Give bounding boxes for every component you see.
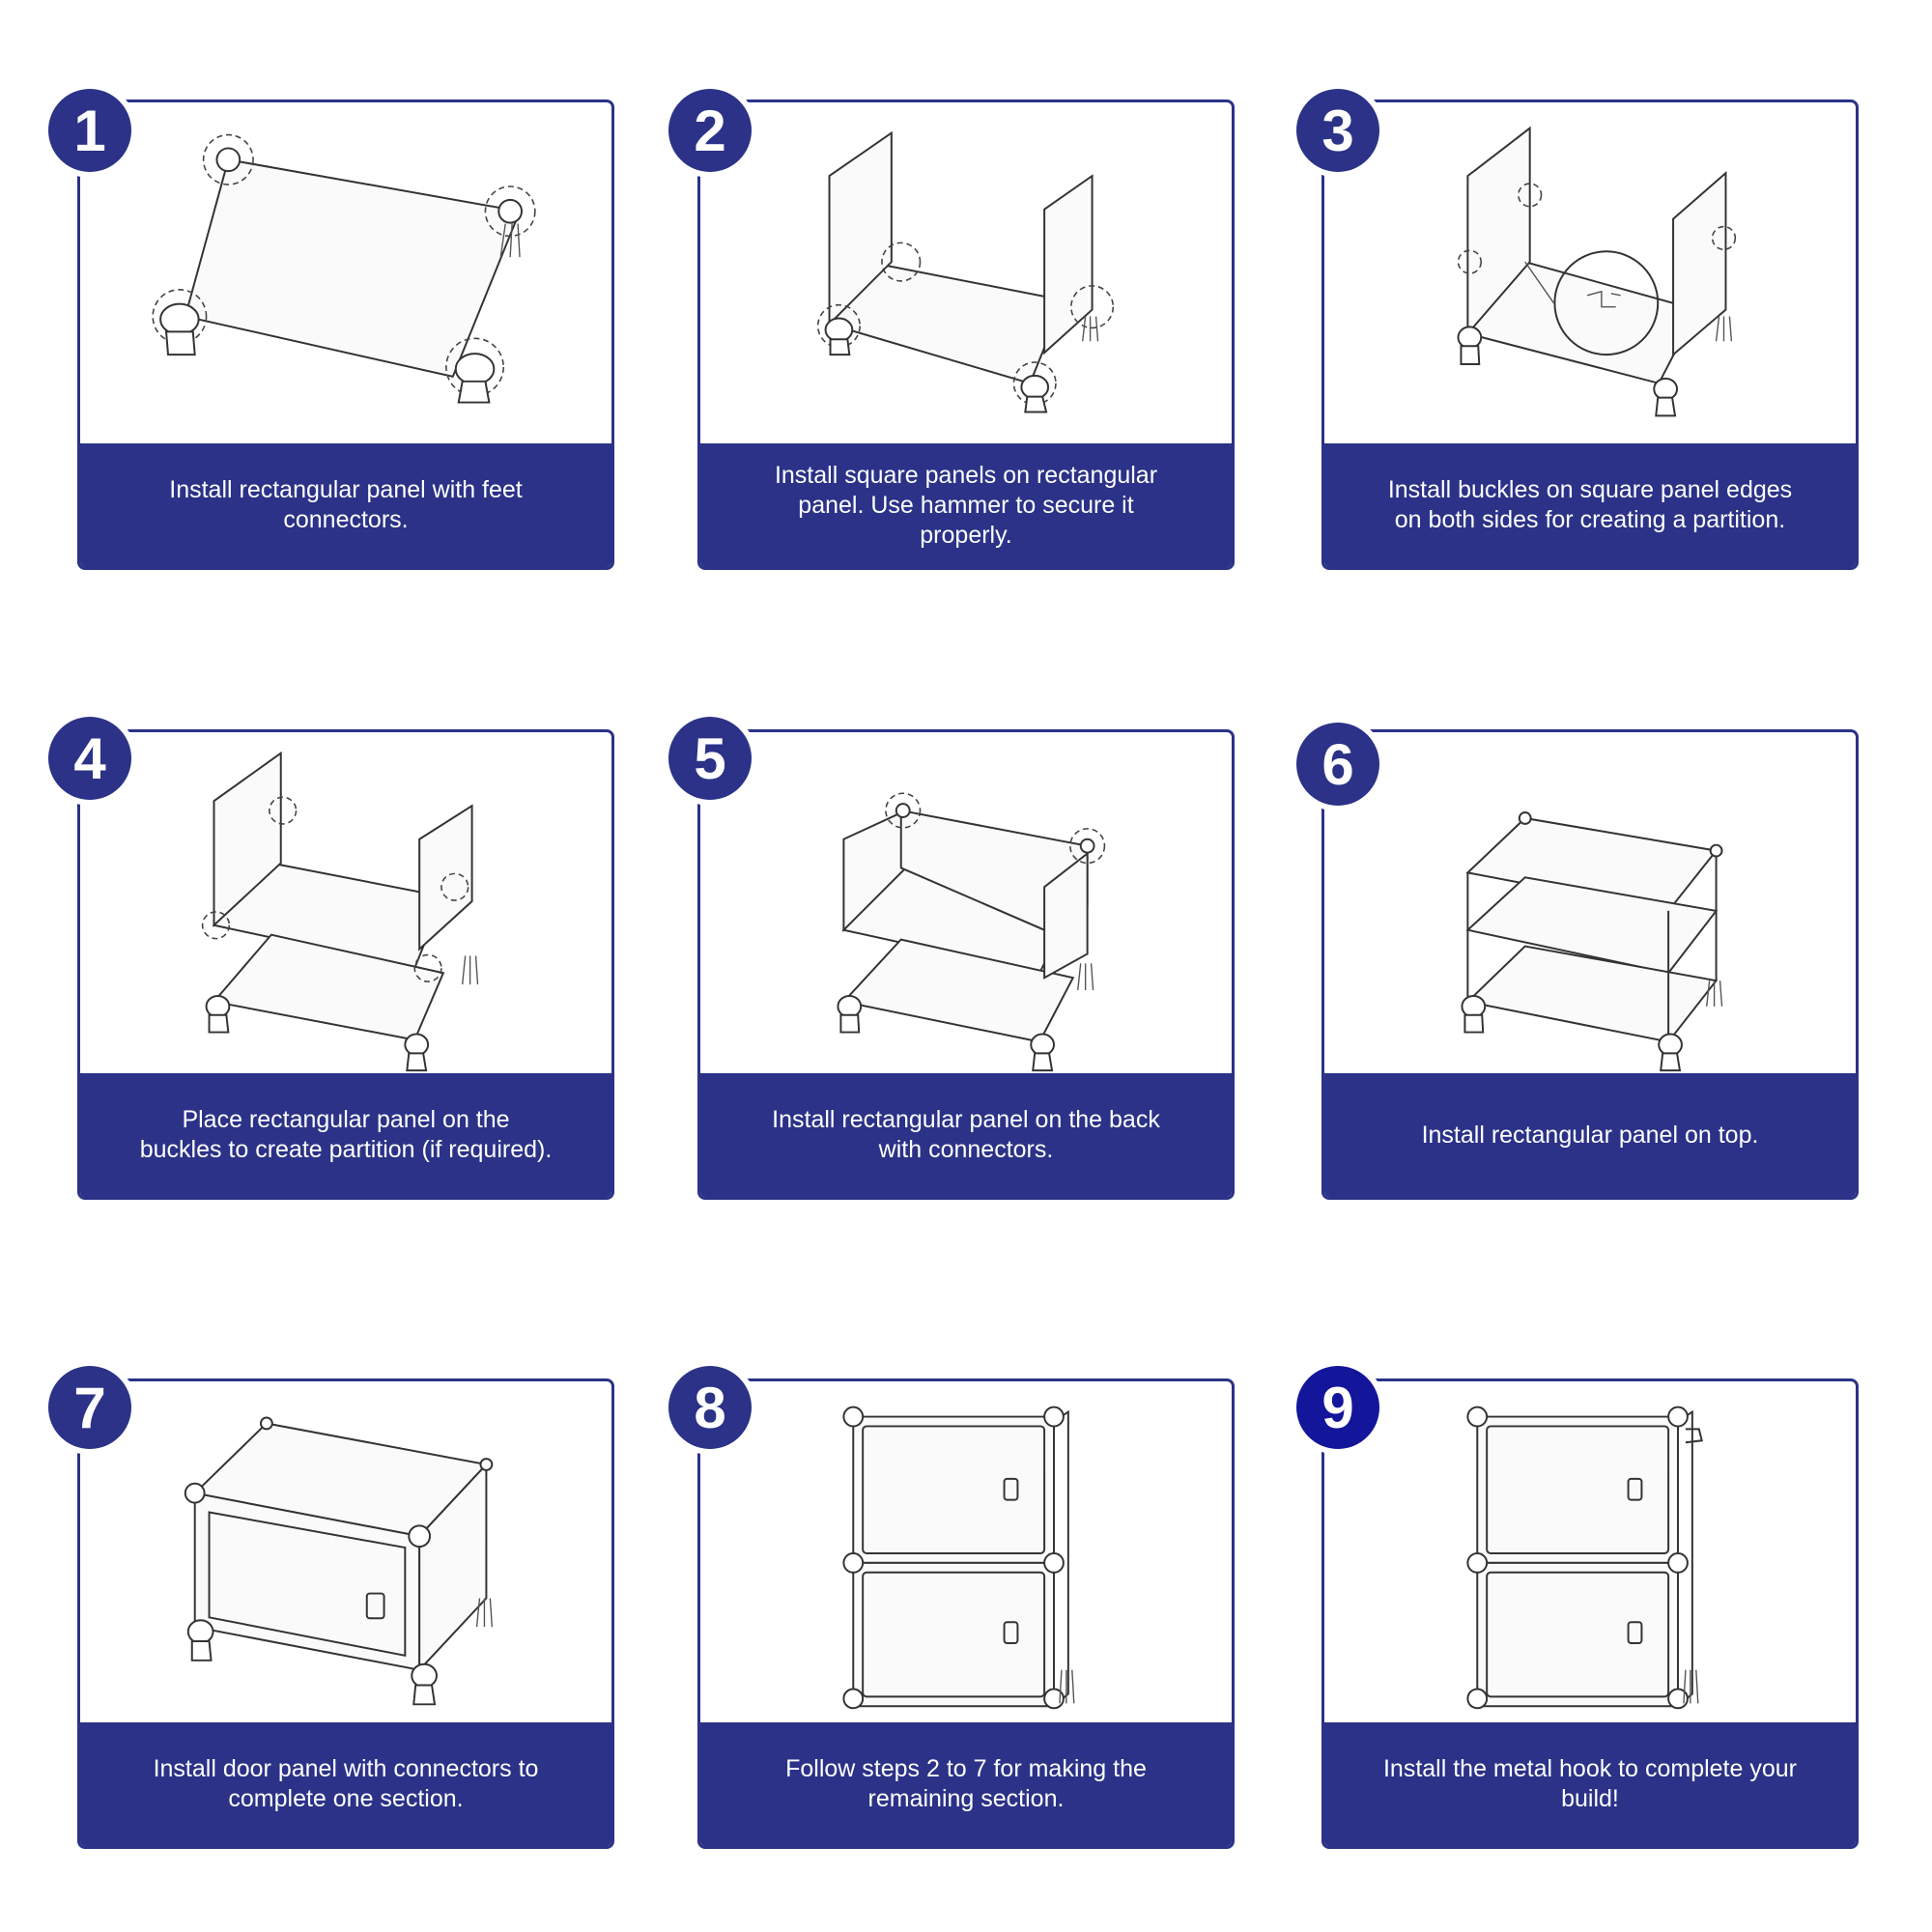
step-8-illustration xyxy=(700,1381,1232,1727)
step-card-1: Install rectangular panel with feet conn… xyxy=(77,99,614,570)
step-7-illustration xyxy=(80,1381,611,1727)
step-caption: Place rectangular panel on the buckles t… xyxy=(80,1073,611,1197)
step-badge-4: 4 xyxy=(48,717,131,800)
step-3-illustration xyxy=(1324,102,1856,448)
step-card-6: Install rectangular panel on top. xyxy=(1321,729,1859,1200)
step-badge-6: 6 xyxy=(1296,723,1379,806)
step-card-5: Install rectangular panel on the back wi… xyxy=(697,729,1235,1200)
step-caption: Install rectangular panel on the back wi… xyxy=(700,1073,1232,1197)
step-1-illustration xyxy=(80,102,611,448)
step-caption: Install buckles on square panel edges on… xyxy=(1324,443,1856,567)
step-badge-9: 9 xyxy=(1296,1366,1379,1449)
step-caption: Install door panel with connectors to co… xyxy=(80,1722,611,1846)
step-4-illustration xyxy=(80,732,611,1078)
step-card-8: Follow steps 2 to 7 for making the remai… xyxy=(697,1378,1235,1849)
step-badge-8: 8 xyxy=(668,1366,752,1449)
step-caption: Install rectangular panel on top. xyxy=(1324,1073,1856,1197)
step-badge-5: 5 xyxy=(668,717,752,800)
step-caption: Install the metal hook to complete your … xyxy=(1324,1722,1856,1846)
step-badge-3: 3 xyxy=(1296,89,1379,172)
step-9-illustration xyxy=(1324,1381,1856,1727)
step-6-illustration xyxy=(1324,732,1856,1078)
step-card-4: Place rectangular panel on the buckles t… xyxy=(77,729,614,1200)
metal-hook-icon xyxy=(1686,1429,1702,1442)
step-badge-2: 2 xyxy=(668,89,752,172)
step-card-9: Install the metal hook to complete your … xyxy=(1321,1378,1859,1849)
step-caption: Install square panels on rectangular pan… xyxy=(700,443,1232,567)
step-card-7: Install door panel with connectors to co… xyxy=(77,1378,614,1849)
step-card-3: Install buckles on square panel edges on… xyxy=(1321,99,1859,570)
step-5-illustration xyxy=(700,732,1232,1078)
step-caption: Follow steps 2 to 7 for making the remai… xyxy=(700,1722,1232,1846)
step-badge-1: 1 xyxy=(48,89,131,172)
step-2-illustration xyxy=(700,102,1232,448)
step-caption: Install rectangular panel with feet conn… xyxy=(80,443,611,567)
step-badge-7: 7 xyxy=(48,1366,131,1449)
step-card-2: Install square panels on rectangular pan… xyxy=(697,99,1235,570)
